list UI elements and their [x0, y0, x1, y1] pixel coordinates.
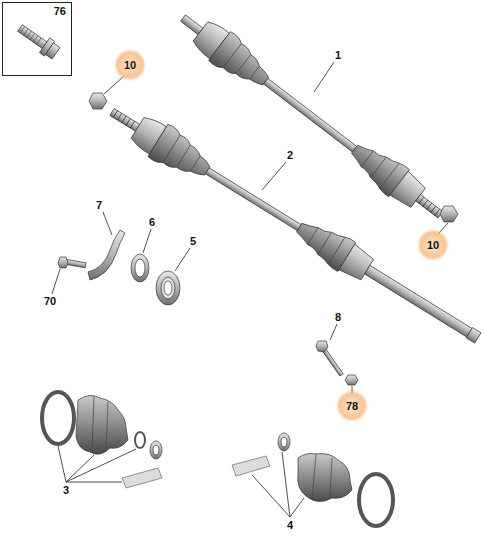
callout-number: 1 [335, 49, 341, 61]
callout-number: 8 [335, 311, 341, 323]
callout-number: 4 [287, 519, 293, 531]
callout-number: 5 [190, 235, 196, 247]
callout-number: 10 [427, 239, 439, 251]
callout-circle: 10 [420, 232, 446, 258]
callout-number: 70 [44, 295, 56, 307]
callout-number: 78 [346, 400, 358, 412]
callout-number: 10 [124, 59, 136, 71]
callout-circle: 78 [339, 393, 365, 419]
callout-number: 3 [63, 484, 69, 496]
callout-number: 6 [149, 216, 155, 228]
callout-number: 7 [96, 199, 102, 211]
callout-circle: 10 [117, 52, 143, 78]
inset-box: 76 [2, 2, 72, 76]
callout-number: 2 [287, 149, 293, 161]
callout-number: 76 [54, 5, 66, 17]
